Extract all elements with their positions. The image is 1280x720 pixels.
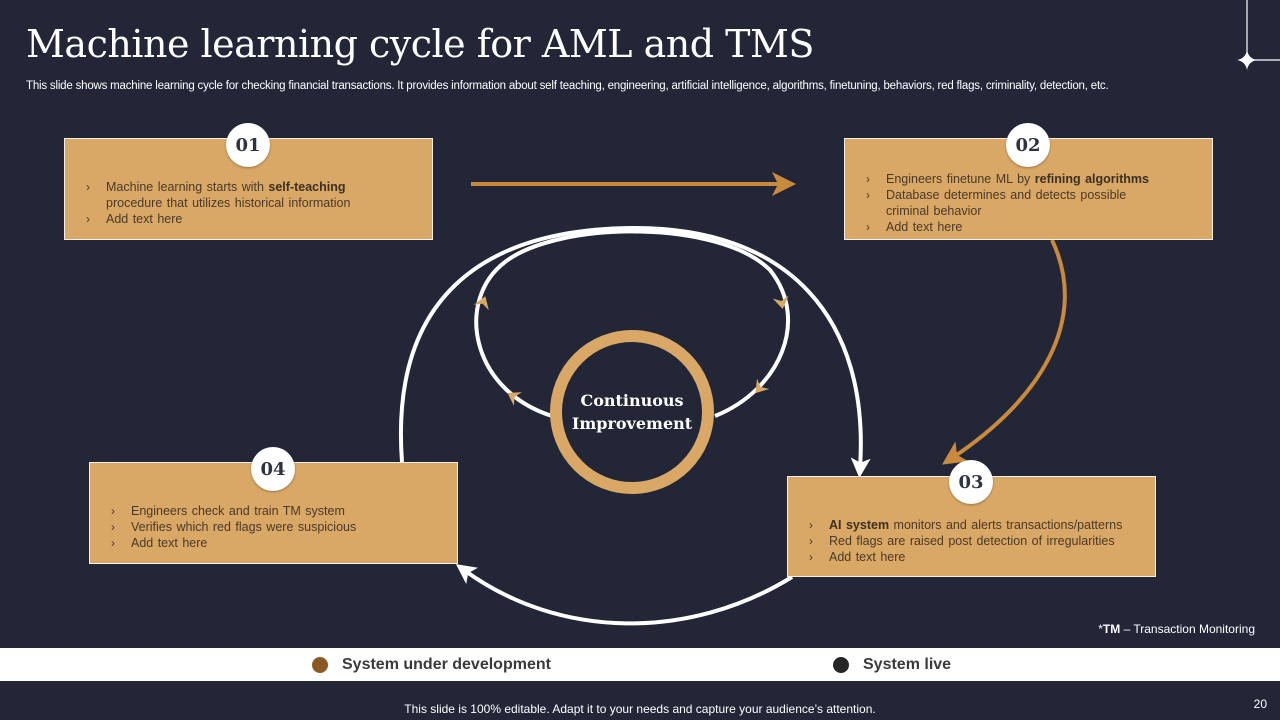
step1-bullet: Machine learning starts with self-teachi… bbox=[86, 179, 386, 211]
legend-label: System under development bbox=[342, 655, 551, 673]
step4-bullet: Engineers check and train TM system bbox=[111, 503, 431, 519]
bottom-arc-to-step4 bbox=[455, 564, 794, 626]
step4-bullet: Verifies which red flags were suspicious bbox=[111, 519, 431, 535]
page-number: 20 bbox=[1253, 697, 1267, 711]
footer-text: This slide is 100% editable. Adapt it to… bbox=[404, 702, 876, 716]
legend-item-live: System live bbox=[833, 648, 951, 681]
slide-subtitle: This slide shows machine learning cycle … bbox=[26, 80, 1109, 92]
development-dot-icon bbox=[312, 656, 328, 673]
chevron-down-left-icon bbox=[755, 378, 770, 394]
legend-item-development: System under development bbox=[312, 648, 551, 681]
live-dot-icon bbox=[833, 656, 849, 673]
step2-bullet: Add text here bbox=[866, 219, 1166, 235]
legend: System under development System live bbox=[0, 648, 1280, 681]
step3-bullet: Red flags are raised post detection of i… bbox=[809, 533, 1149, 549]
abbreviation-note: *TM – Transaction Monitoring bbox=[1098, 622, 1255, 636]
chevron-left-up-icon bbox=[507, 392, 522, 406]
step4-bullet: Add text here bbox=[111, 535, 431, 551]
step2-bullet: Engineers finetune ML by refining algori… bbox=[866, 171, 1166, 187]
step-badge-04: 04 bbox=[251, 447, 295, 491]
chevron-up-left-icon bbox=[473, 296, 489, 311]
step-badge-03: 03 bbox=[949, 460, 993, 504]
inner-loop-arc bbox=[474, 229, 790, 418]
hub-label-line2: Improvement bbox=[571, 414, 693, 433]
step1-bullet: Add text here bbox=[86, 211, 386, 227]
step3-bullet: AI system monitors and alerts transactio… bbox=[809, 517, 1149, 533]
arrow-step2-to-step3 bbox=[941, 239, 1067, 465]
step-badge-01: 01 bbox=[226, 123, 270, 167]
step2-bullet: Database determines and detects possible… bbox=[866, 187, 1166, 219]
outer-arc-to-step3 bbox=[398, 225, 871, 478]
chevron-down-right-icon bbox=[772, 295, 789, 309]
slide-title: Machine learning cycle for AML and TMS bbox=[26, 22, 814, 66]
step-badge-02: 02 bbox=[1006, 123, 1050, 167]
legend-label: System live bbox=[863, 655, 952, 673]
hub-label-line1: Continuous bbox=[580, 391, 684, 410]
sparkle-corner-icon bbox=[1237, 0, 1280, 70]
step3-bullet: Add text here bbox=[809, 549, 1149, 565]
